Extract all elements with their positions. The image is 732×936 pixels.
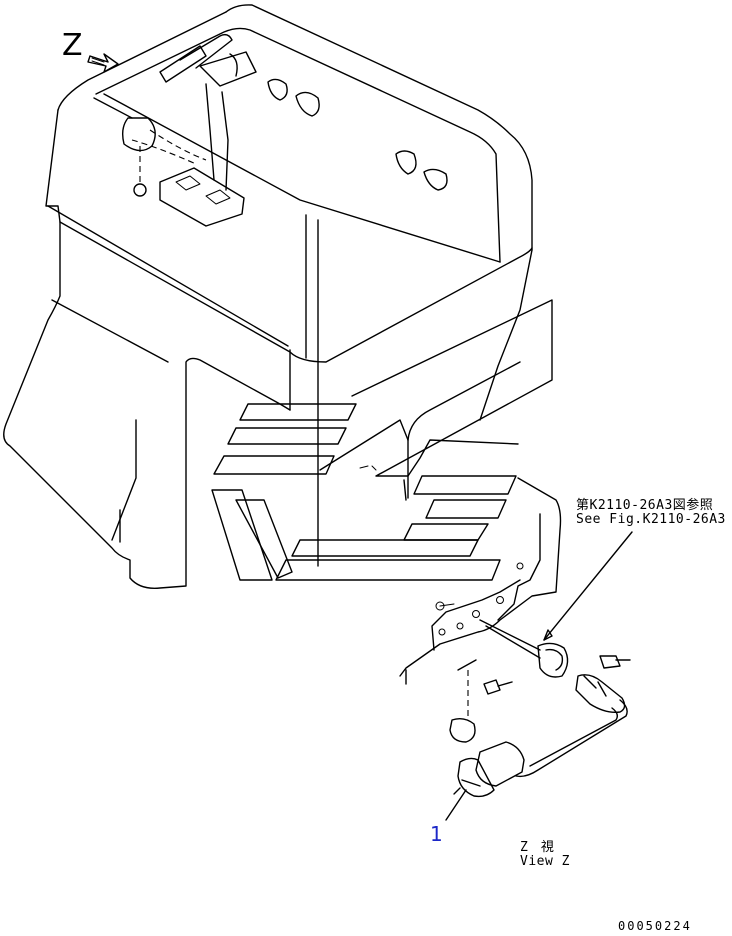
part-number-callout[interactable]: 1	[430, 822, 443, 846]
view-caption-jp: Z 視	[520, 840, 554, 855]
manufacturer-logo-watermark	[211, 299, 553, 581]
view-letter-label: Z	[62, 28, 83, 63]
figure-reference-en: See Fig.K2110-26A3	[576, 512, 726, 527]
socket-assembly	[445, 531, 633, 821]
view-caption-en: View Z	[520, 854, 570, 869]
housing-outline	[3, 4, 533, 589]
drawing-id: 00050224	[618, 919, 692, 933]
mounting-bracket	[399, 477, 562, 685]
figure-reference-jp: 第K2110-26A3図参照	[576, 498, 714, 513]
top-components	[93, 33, 448, 227]
view-direction-arrow-icon	[87, 53, 119, 73]
